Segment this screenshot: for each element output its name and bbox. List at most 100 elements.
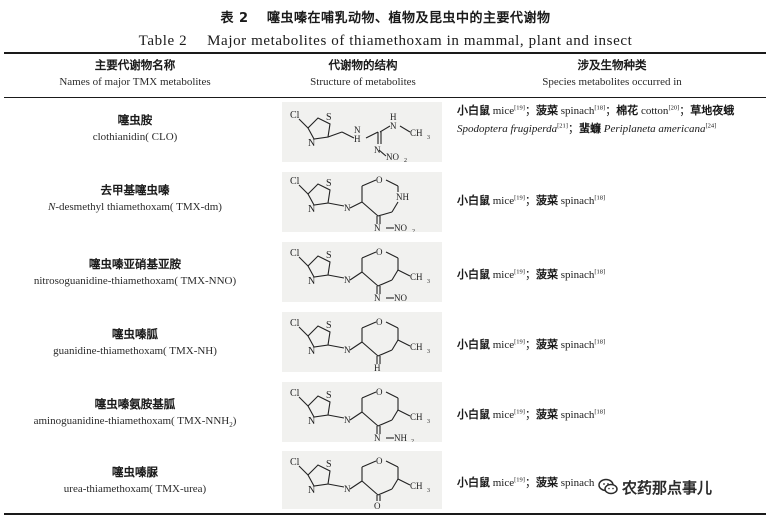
svg-text:Cl: Cl — [290, 248, 300, 259]
species-mouse-zh: 小白鼠 — [457, 104, 490, 117]
separator: ； — [679, 105, 691, 117]
metabolite-name-zh: 去甲基噻虫嗪 — [100, 183, 170, 197]
svg-text:3: 3 — [427, 279, 430, 285]
species-spinach-en: spinach — [560, 477, 595, 489]
species-armyworm-en: Spodoptera frugiperda — [457, 123, 558, 135]
svg-text:NO: NO — [386, 152, 399, 162]
species-spinach-zh: 菠菜 — [535, 408, 558, 421]
metabolite-name: 噻虫嗪胍 guanidine-thiamethoxam( TMX-NH) — [4, 326, 266, 360]
citation-ref: [19] — [514, 268, 525, 276]
svg-text:S: S — [326, 250, 332, 261]
species-list: 小白鼠 mice[19]；菠菜 spinach[18] — [457, 266, 757, 284]
header-species-zh: 涉及生物种类 — [577, 58, 647, 72]
svg-text:N: N — [344, 345, 351, 355]
svg-text:N: N — [374, 433, 381, 442]
species-mouse-zh: 小白鼠 — [457, 194, 490, 207]
svg-text:NH: NH — [394, 433, 407, 442]
svg-text:N: N — [308, 485, 315, 496]
svg-text:Cl: Cl — [290, 388, 300, 399]
header-structure-en: Structure of metabolites — [310, 76, 416, 88]
watermark: 农药那点事儿 — [598, 473, 766, 501]
svg-text:O: O — [374, 501, 381, 511]
svg-text:CH: CH — [410, 128, 423, 138]
header-structure: 代谢物的结构 Structure of metabolites — [268, 57, 458, 91]
species-mouse-zh: 小白鼠 — [457, 476, 490, 489]
svg-text:O: O — [376, 387, 383, 397]
species-mouse-en: mice — [492, 105, 515, 117]
svg-text:S: S — [326, 390, 332, 401]
separator: ； — [605, 105, 617, 117]
metabolite-name: 去甲基噻虫嗪 N-desmethyl thiamethoxam( TMX-dm) — [4, 182, 266, 216]
metabolite-name-zh: 噻虫嗪氨胺基胍 — [94, 397, 176, 411]
svg-text:N: N — [308, 204, 315, 215]
separator: ； — [524, 339, 536, 351]
species-spinach-en: spinach — [560, 409, 595, 421]
species-mouse-zh: 小白鼠 — [457, 408, 490, 421]
tmx-urea-structure-icon: Cl S N O N CH 3 O — [282, 451, 442, 511]
header-names-zh: 主要代谢物名称 — [94, 58, 176, 72]
svg-text:CH: CH — [410, 272, 423, 282]
svg-text:N: N — [308, 416, 315, 427]
svg-text:CH: CH — [410, 342, 423, 352]
species-mouse-en: mice — [492, 339, 515, 351]
svg-text:3: 3 — [427, 135, 430, 141]
table-row: 噻虫嗪胍 guanidine-thiamethoxam( TMX-NH) — [0, 310, 771, 376]
svg-text:Cl: Cl — [290, 110, 300, 121]
metabolite-name-en-sub: 2 — [229, 421, 233, 430]
metabolite-name-en: N-desmethyl thiamethoxam( TMX-dm) — [4, 199, 266, 216]
species-mouse-en: mice — [492, 269, 515, 281]
svg-text:N: N — [344, 415, 351, 425]
header-species-en: Species metabolites occurred in — [542, 76, 682, 88]
header-names-en: Names of major TMX metabolites — [59, 76, 211, 88]
species-spinach-zh: 菠菜 — [535, 476, 558, 489]
svg-text:NO: NO — [394, 223, 407, 232]
metabolite-name: 噻虫胺 clothianidin( CLO) — [4, 112, 266, 146]
svg-text:NO: NO — [394, 293, 407, 302]
table-row: 噻虫胺 clothianidin( CLO) Cl S — [0, 100, 771, 166]
metabolite-name-zh: 噻虫嗪脲 — [112, 465, 158, 479]
svg-text:N: N — [374, 293, 381, 302]
svg-text:3: 3 — [427, 419, 430, 425]
citation-ref: [19] — [514, 408, 525, 416]
svg-text:3: 3 — [427, 488, 430, 494]
metabolite-name-zh: 噻虫嗪胍 — [112, 327, 158, 341]
table-bottom-rule — [4, 513, 766, 515]
svg-text:2: 2 — [404, 158, 407, 162]
citation-ref: [18] — [594, 408, 606, 416]
metabolite-name: 噻虫嗪脲 urea-thiamethoxam( TMX-urea) — [4, 464, 266, 498]
species-mouse-en: mice — [492, 409, 515, 421]
citation-ref: [18] — [594, 194, 606, 202]
citation-ref: [19] — [514, 194, 525, 202]
species-spinach-en: spinach — [560, 195, 595, 207]
table-header-rule — [4, 97, 766, 98]
metabolite-name-zh: 噻虫胺 — [117, 113, 153, 127]
svg-text:Cl: Cl — [290, 457, 300, 468]
species-spinach-en: spinach — [560, 339, 595, 351]
tmx-nh-structure-icon: Cl S N O N CH 3 H — [282, 312, 442, 372]
citation-ref: [21] — [557, 122, 568, 130]
table-row: 噻虫嗪氨胺基胍 aminoguanidine-thiamethoxam( TMX… — [0, 380, 771, 446]
citation-ref: [20] — [668, 104, 680, 112]
header-names: 主要代谢物名称 Names of major TMX metabolites — [4, 57, 266, 91]
metabolite-name: 噻虫嗪亚硝基亚胺 nitrosoguanidine-thiamethoxam( … — [4, 256, 266, 290]
tmx-nnh2-structure-icon: Cl S N O N CH 3 N NH 2 — [282, 382, 442, 442]
species-spinach-zh: 菠菜 — [535, 268, 558, 281]
svg-text:N: N — [308, 346, 315, 357]
citation-ref: [19] — [514, 104, 525, 112]
separator: ； — [524, 105, 536, 117]
species-cockroach-zh: 蜚蠊 — [578, 122, 601, 135]
citation-ref: [18] — [594, 268, 606, 276]
species-cockroach-en: Periplaneta — [603, 123, 656, 135]
svg-text:NH: NH — [396, 192, 409, 202]
watermark-text: 农药那点事儿 — [622, 478, 713, 497]
species-mouse-zh: 小白鼠 — [457, 268, 490, 281]
species-mouse-zh: 小白鼠 — [457, 338, 490, 351]
species-cotton-zh: 棉花 — [616, 104, 639, 117]
species-spinach-zh: 菠菜 — [535, 338, 558, 351]
citation-ref: [18] — [594, 338, 606, 346]
metabolite-name-en-end: ) — [232, 415, 237, 427]
species-spinach-en: spinach — [560, 105, 595, 117]
metabolite-name-en: guanidine-thiamethoxam( TMX-NH) — [53, 345, 217, 357]
table-title-en: Table 2 Major metabolites of thiamethoxa… — [138, 33, 633, 49]
